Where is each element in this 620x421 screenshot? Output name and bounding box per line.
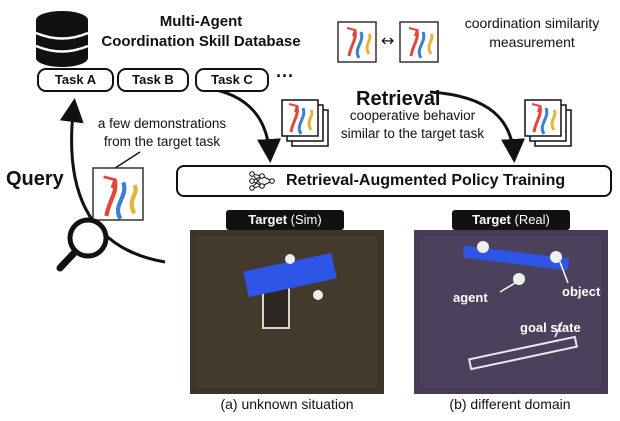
target-real-bold: Target (472, 212, 511, 227)
task-b: Task B (117, 68, 189, 92)
retrieval-arrow-right (429, 90, 526, 163)
more-tasks: ··· (276, 66, 294, 86)
sim-photo (190, 230, 384, 394)
task-c: Task C (195, 68, 269, 92)
coop-line1: cooperative behavior (349, 108, 476, 123)
object-annotation: object (562, 284, 601, 299)
caption-b: (b) different domain (449, 396, 571, 412)
target-real-label: Target (Real) (452, 210, 570, 230)
trajectory-icon-left (337, 21, 377, 63)
retrieved-demos-icon-right (524, 99, 572, 147)
legend-text: coordination similarity measurement (452, 14, 612, 52)
database-icon (35, 11, 89, 67)
agent-annotation: agent (453, 290, 488, 305)
query-demo-icon (92, 167, 144, 220)
target-sim-bold: Target (248, 212, 288, 227)
network-icon (249, 171, 275, 191)
double-arrow-icon: ↔ (381, 31, 394, 50)
goal-state-annotation: goal state (520, 320, 581, 335)
retrieved-demos-icon-center (281, 99, 329, 147)
query-arrow (59, 98, 166, 264)
cooperative-text: cooperative behavior similar to the targ… (330, 107, 495, 143)
database-title: Multi-Agent Coordination Skill Database (86, 12, 316, 52)
demo-line1: a few demonstrations (97, 116, 227, 131)
policy-training-box (176, 165, 612, 197)
legend-line2: measurement (489, 34, 575, 50)
database-title-line2: Coordination Skill Database (101, 33, 301, 50)
target-real-rest: (Real) (510, 212, 550, 227)
target-sim-rest: (Sim) (287, 212, 322, 227)
query-label: Query (6, 168, 64, 190)
trajectory-icon-right (399, 21, 439, 63)
caption-a: (a) unknown situation (220, 396, 354, 412)
legend-line1: coordination similarity (464, 15, 600, 31)
magnifier-icon (56, 217, 109, 272)
demonstrations-text: a few demonstrations from the target tas… (82, 115, 242, 151)
target-sim-label: Target (Sim) (226, 210, 344, 230)
real-photo (414, 230, 608, 394)
query-pointer-line (111, 151, 141, 171)
task-a: Task A (37, 68, 114, 92)
demo-line2: from the target task (103, 134, 221, 149)
policy-training-label: Retrieval-Augmented Policy Training (286, 172, 566, 189)
retrieval-label: Retrieval (356, 88, 441, 110)
database-title-line1: Multi-Agent (159, 13, 243, 30)
coop-line2: similar to the target task (340, 126, 485, 141)
